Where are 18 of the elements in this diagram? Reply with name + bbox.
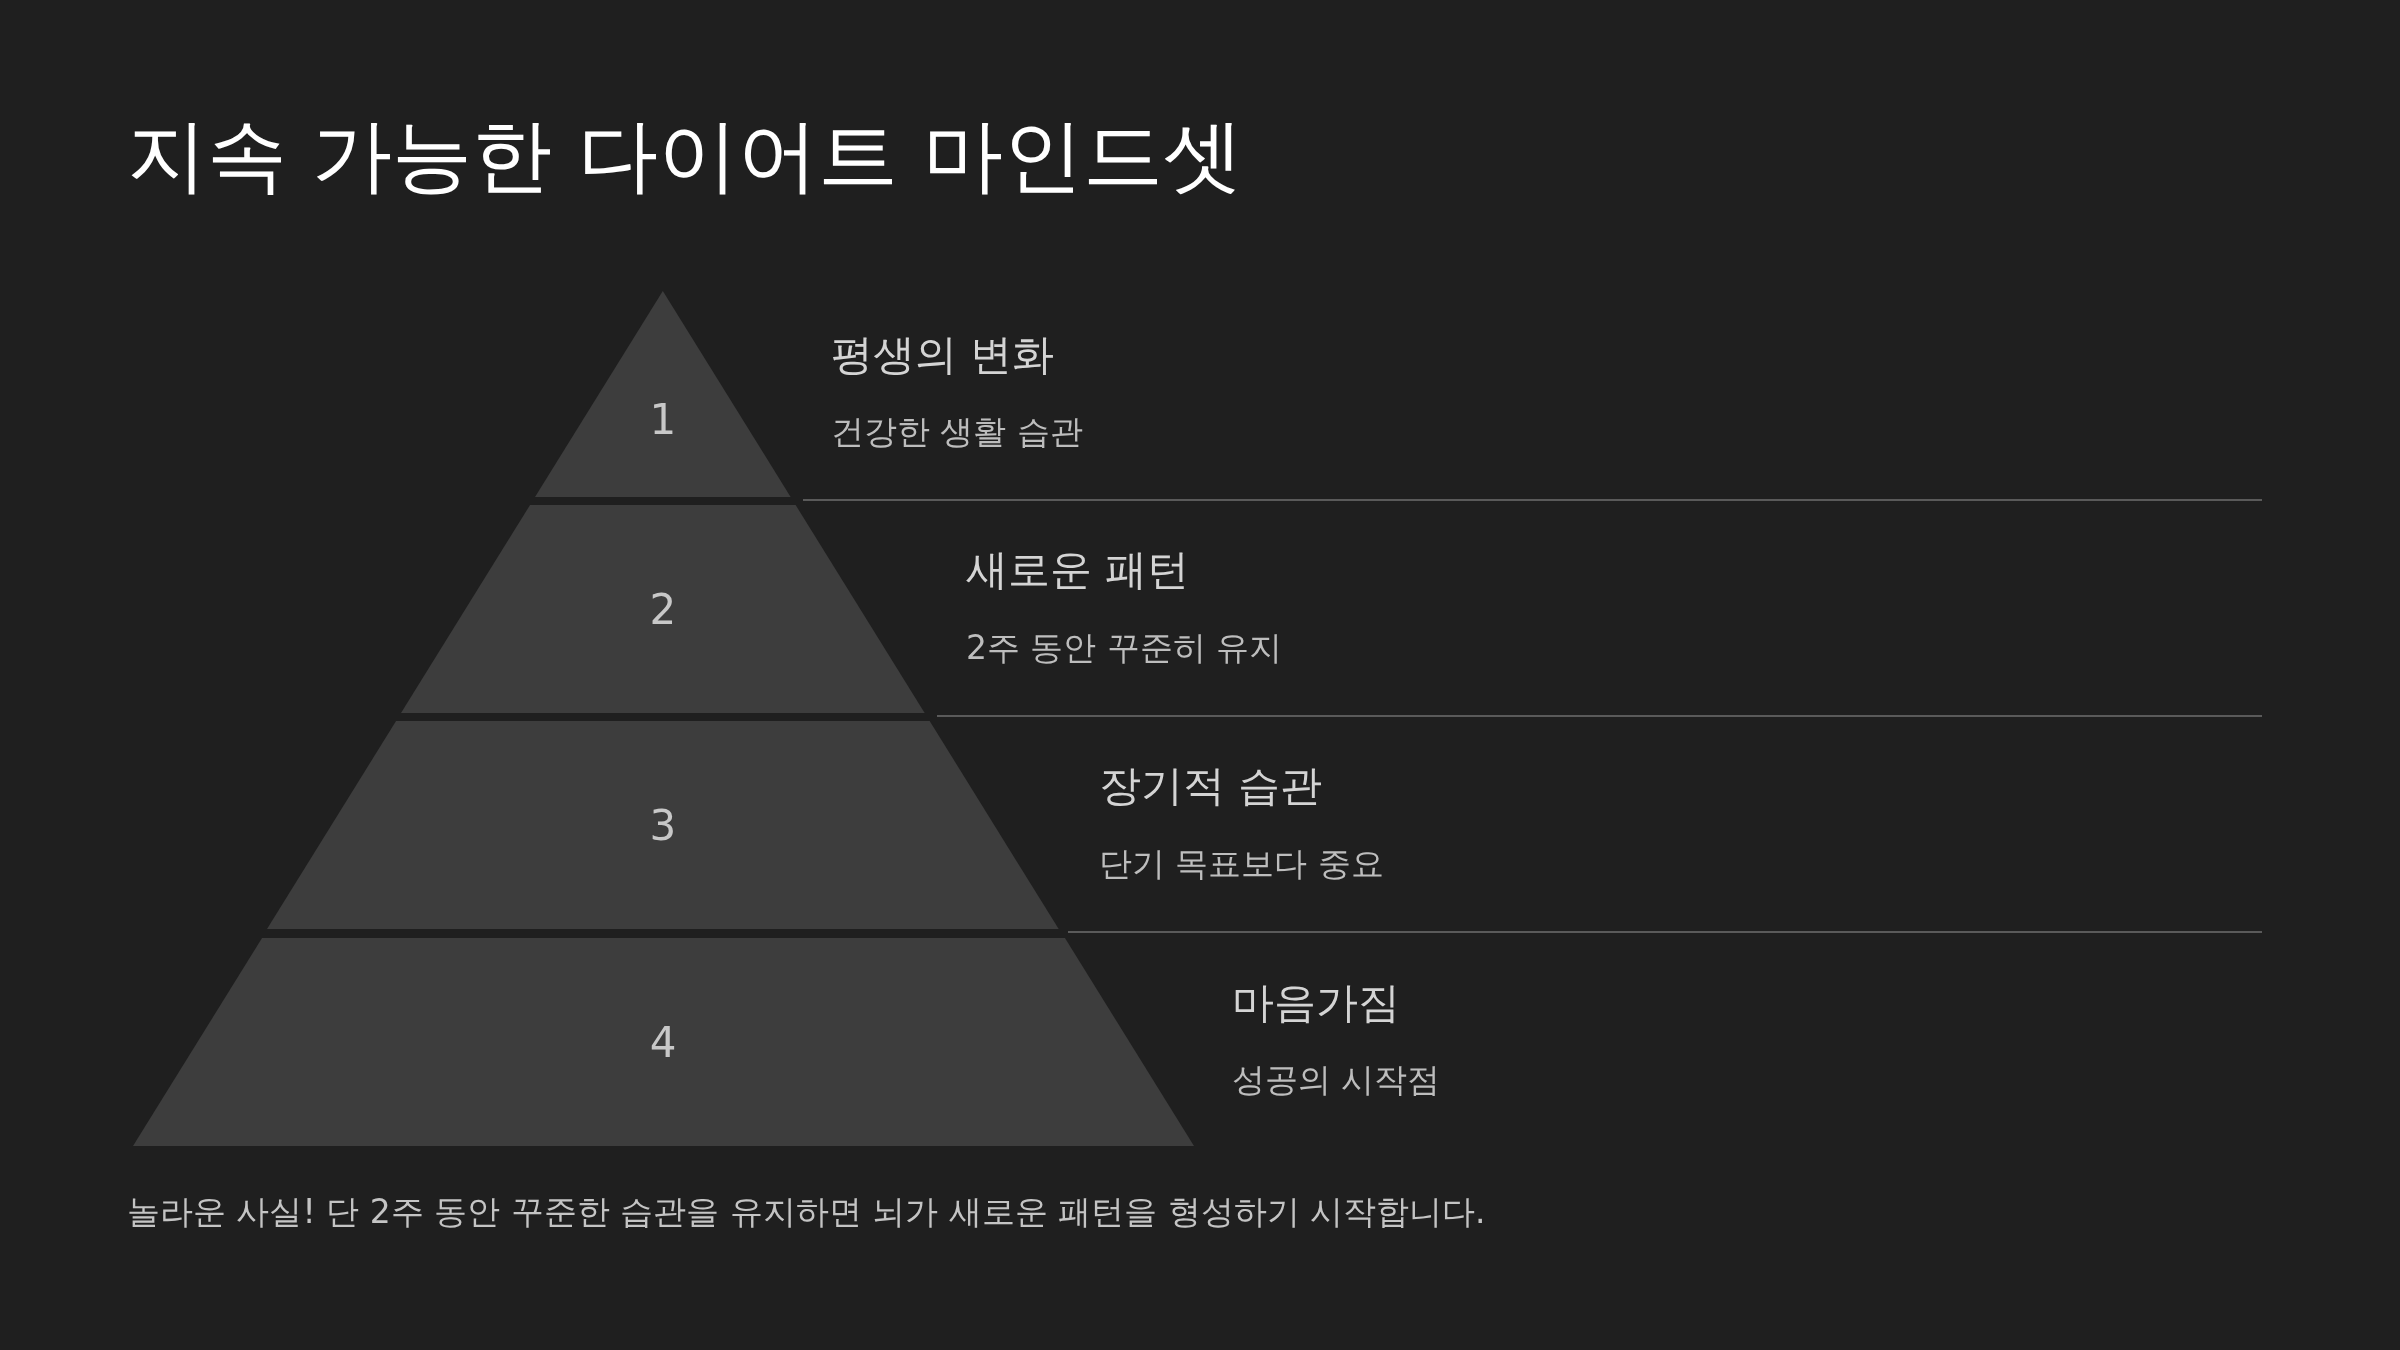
level-heading: 새로운 패턴 [966,545,1190,596]
level-number: 4 [649,1017,677,1067]
level-number: 2 [649,584,677,634]
pyramid-segment [267,721,1059,929]
level-heading: 장기적 습관 [1099,761,1323,812]
pyramid-segment [132,938,1194,1146]
level-description: 단기 목표보다 중요 [1099,844,1384,884]
level-number: 3 [649,800,677,850]
level-heading: 마음가짐 [1232,978,1400,1029]
level-description: 2주 동안 꾸준히 유지 [966,628,1283,668]
pyramid-segment [401,505,925,713]
slide-title: 지속 가능한 다이어트 마인드셋 [127,108,1244,204]
level-heading: 평생의 변화 [831,330,1055,381]
level-description: 건강한 생활 습관 [831,412,1083,452]
level-number: 1 [649,394,677,444]
level-description: 성공의 시작점 [1232,1060,1441,1100]
caption-note: 놀라운 사실! 단 2주 동안 꾸준한 습관을 유지하면 뇌가 새로운 패턴을 형성하기 시작합니다. [127,1192,1486,1232]
pyramid-segment [535,291,791,497]
